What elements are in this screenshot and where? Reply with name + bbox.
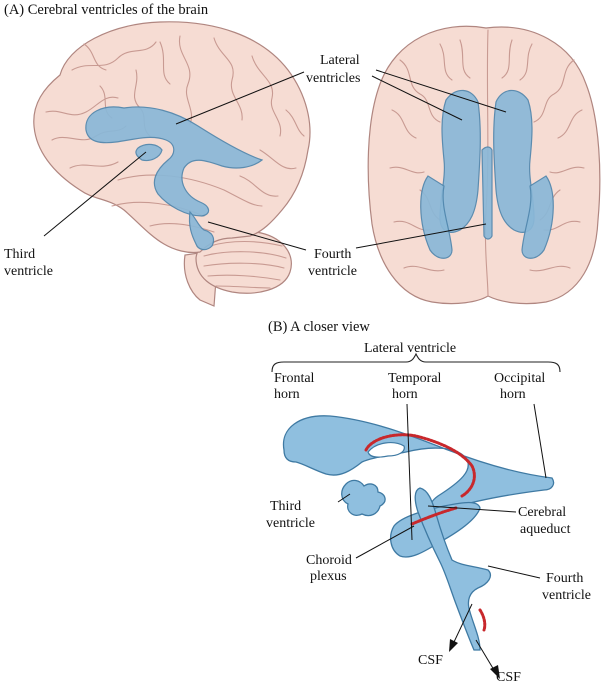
temporal-horn-label-line1: Temporal [388,371,442,386]
lateral-ventricles-leader-left [175,71,305,125]
fourth-ventricle-leader-a-right [355,223,487,249]
fourth-ventricle-b-shape [414,487,492,651]
cerebellum-folia [203,241,287,289]
choroid-plexus-label-line2: plexus [310,569,347,584]
third-ventricle-top [481,146,493,240]
csf-bottom-arrow-line [475,639,495,671]
third-ventricle-label-b-line2: ventricle [266,516,315,531]
temporal-horn-right-top [521,175,554,259]
top-view-ventricles [420,89,554,259]
third-ventricle-shape [135,143,163,162]
lateral-ventricle-right-top [493,89,535,233]
lateral-ventricle-left-top [439,89,481,233]
fourth-ventricle-label-a-line2: ventricle [308,264,357,279]
panel-b-heading: (B) A closer view [268,319,370,335]
third-ventricle-leader-a [43,151,147,237]
interventricular-foramen [367,442,405,458]
frontal-horn-label-line2: horn [274,387,300,402]
fourth-ventricle-leader-b [487,565,541,579]
lateral-sulcus [117,174,263,207]
choroid-plexus-fourth [478,608,487,632]
temporal-horn-left-top [420,175,453,259]
cerebral-aqueduct-label-line2: aqueduct [520,522,571,537]
occipital-horn-leader [533,403,547,479]
lateral-ventricles-label-line2: ventricles [306,71,360,86]
fourth-ventricle-label-b-line1: Fourth [546,571,583,586]
temporal-horn-label-line2: horn [392,387,418,402]
choroid-plexus-leader [355,525,415,559]
csf-bottom-arrowhead [490,665,500,679]
fourth-ventricle-shape [188,210,215,251]
third-ventricle-label-a-line2: ventricle [4,264,53,279]
third-ventricle-label-a-line1: Third [4,247,35,262]
csf-left-arrow-line [453,603,473,643]
csf-left-label: CSF [418,653,443,668]
choroid-plexus-label-line1: Choroid [306,553,352,568]
fourth-ventricle-label-b-line2: ventricle [542,588,591,603]
lateral-ventricle-label: Lateral ventricle [364,341,456,356]
csf-bottom-label: CSF [496,670,521,685]
third-ventricle-label-b-line1: Third [270,499,301,514]
closer-view-ventricles [282,415,555,651]
lateral-ventricles-leader-right [375,69,507,113]
choroid-plexus-upper [364,433,476,498]
third-ventricle-b-shape [341,479,386,517]
third-ventricle-leader-b [337,493,351,503]
lateral-view-ventricles [85,106,264,251]
lateral-ventricle-brace [271,352,561,373]
occipital-horn-label-line2: horn [500,387,526,402]
lateral-ventricles-label-line1: Lateral [320,53,360,68]
occipital-horn-label-line1: Occipital [494,371,545,386]
lateral-ventricles-leader-mid [371,75,463,121]
cerebral-aqueduct-label-line1: Cerebral [518,505,566,520]
panel-a-heading: (A) Cerebral ventricles of the brain [4,2,209,18]
lateral-ventricle-shape [85,106,264,217]
temporal-horn-leader [406,403,413,541]
fourth-ventricle-leader-a-left [207,221,307,251]
cerebral-aqueduct-leader [427,505,517,513]
frontal-horn-label-line1: Frontal [274,371,315,386]
choroid-plexus-lower [410,506,458,526]
fourth-ventricle-label-a-line1: Fourth [314,247,351,262]
csf-left-arrowhead [449,639,458,652]
